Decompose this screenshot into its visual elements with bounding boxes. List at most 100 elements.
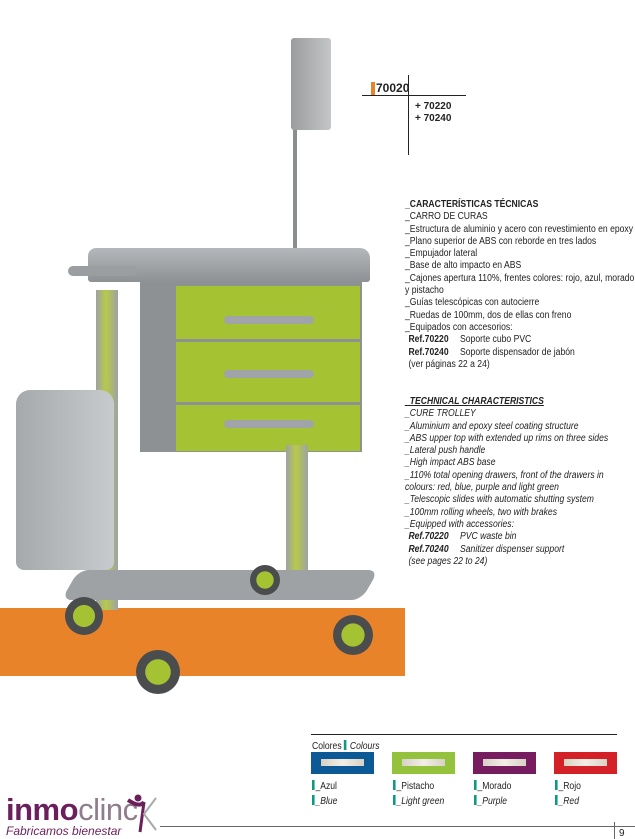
- accessory-ref: + 70240: [415, 113, 452, 124]
- ref-code: Ref.70240: [408, 346, 449, 358]
- product-ref: 70020: [376, 81, 410, 95]
- page-number-divider: [614, 822, 615, 839]
- wheel: [136, 650, 180, 694]
- push-handle: [68, 266, 138, 276]
- ref-code: Ref.70220: [408, 334, 449, 346]
- spec-line: _110% total opening drawers, front of th…: [405, 469, 604, 481]
- person-logo-icon: [126, 794, 157, 833]
- ref-row: Ref.70220 Soporte cubo PVC: [405, 334, 634, 346]
- spec-line: y pistacho: [405, 285, 444, 297]
- spec-line: colours: red, blue, purple and light gre…: [405, 482, 559, 494]
- spec-en: _TECHNICAL CHARACTERISTICS _CURE TROLLEY…: [405, 396, 608, 568]
- brand-bold: inmo: [6, 792, 79, 827]
- dispenser-pole: [293, 90, 297, 250]
- spec-note: (ver páginas 22 a 24): [408, 358, 490, 370]
- drawer-1: [176, 286, 360, 339]
- colour-label: _Morado: [474, 780, 511, 792]
- swatch-purple: [473, 752, 536, 774]
- spec-line: _High impact ABS base: [405, 457, 496, 469]
- brand-light: clinc: [78, 792, 138, 827]
- ref-bar: [371, 82, 375, 95]
- tick-icon: [555, 780, 558, 790]
- colour-en: _Light green: [396, 796, 445, 807]
- spec-title: _TECHNICAL CHARACTERISTICS: [405, 396, 544, 407]
- accessory-ref: + 70220: [415, 101, 452, 112]
- spec-line: _100mm rolling wheels, two with brakes: [405, 506, 558, 518]
- ref-desc: PVC waste bin: [460, 531, 517, 543]
- colour-en: _Blue: [315, 796, 338, 807]
- colour-es: _Rojo: [558, 781, 581, 792]
- colours-rule: [311, 734, 617, 735]
- tick-icon: [474, 780, 477, 790]
- spec-line: _Cajones apertura 110%, frentes colores:…: [405, 272, 635, 284]
- ref-desc: Sanitizer dispenser support: [460, 543, 565, 555]
- spec-line: _CURE TROLLEY: [405, 408, 476, 420]
- tick-icon: [344, 740, 347, 750]
- spec-line: _Telescopic slides with automatic shutti…: [405, 494, 594, 506]
- colour-en: _Red: [558, 796, 579, 807]
- spec-title: _CARACTERÍSTICAS TÉCNICAS: [405, 199, 539, 210]
- drawer-3: [176, 405, 360, 451]
- spec-line: _Base de alto impacto en ABS: [405, 260, 522, 272]
- ref-row: Ref.70240 Soporte dispensador de jabón: [405, 347, 634, 359]
- spec-line: _CARRO DE CURAS: [405, 211, 488, 223]
- ref-vline: [408, 75, 409, 155]
- spec-line: _Estructura de aluminio y acero con reve…: [405, 223, 634, 235]
- waste-bin: [16, 390, 114, 570]
- colour-label: _Rojo: [555, 780, 581, 792]
- ref-row: Ref.70240 Sanitizer dispenser support: [405, 544, 608, 556]
- colour-en: _Purple: [477, 796, 508, 807]
- brand-tagline: Fabricamos bienestar: [6, 824, 122, 838]
- colour-label: _Light green: [393, 795, 444, 807]
- swatch-green: [392, 752, 455, 774]
- colour-es: _Morado: [477, 781, 512, 792]
- spec-es: _CARACTERÍSTICAS TÉCNICAS _CARRO DE CURA…: [405, 199, 634, 371]
- spec-line: _Ruedas de 100mm, dos de ellas con freno: [405, 309, 572, 321]
- colour-es: _Azul: [315, 781, 337, 792]
- tick-icon: [393, 795, 396, 805]
- ref-row: Ref.70220 PVC waste bin: [405, 531, 608, 543]
- drawer-2: [176, 342, 360, 402]
- colour-label: _Azul: [312, 780, 337, 792]
- brand-logo: inmoclinc Fabricamos bienestar: [6, 792, 138, 838]
- colour-label: _Pistacho: [393, 780, 434, 792]
- spec-line: _Equipados con accesorios:: [405, 321, 513, 333]
- colour-label: _Blue: [312, 795, 337, 807]
- soap-dispenser: [291, 38, 331, 130]
- colour-label: _Purple: [474, 795, 507, 807]
- ref-code: Ref.70240: [408, 543, 449, 555]
- colours-title-es: Colores: [312, 741, 342, 752]
- wheel: [333, 615, 373, 655]
- spec-line: _Equipped with accessories:: [405, 518, 515, 530]
- wheel: [250, 565, 280, 595]
- spec-line: _Guías telescópicas con autocierre: [405, 297, 540, 309]
- spec-line: _Plano superior de ABS con reborde en tr…: [405, 235, 597, 247]
- tick-icon: [555, 795, 558, 805]
- swatch-blue: [311, 752, 374, 774]
- leg-right: [286, 445, 308, 595]
- tick-icon: [312, 795, 315, 805]
- colour-label: _Red: [555, 795, 579, 807]
- colours-title-en: Colours: [349, 741, 380, 752]
- spec-line: _Aluminium and epoxy steel coating struc…: [405, 420, 579, 432]
- cart-top: [88, 248, 370, 282]
- tick-icon: [312, 780, 315, 790]
- wheel: [65, 597, 103, 635]
- spec-line: _Lateral push handle: [405, 445, 486, 457]
- footer-rule: [160, 826, 635, 827]
- swatch-red: [554, 752, 617, 774]
- ref-code: Ref.70220: [408, 531, 449, 543]
- accessory-refs: + 70220 + 70240: [415, 101, 451, 125]
- spec-note: (see pages 22 to 24): [408, 555, 488, 567]
- colours-title: Colores Colours: [312, 740, 380, 752]
- base: [61, 570, 379, 600]
- tick-icon: [474, 795, 477, 805]
- colour-es: _Pistacho: [396, 781, 435, 792]
- ref-desc: Soporte cubo PVC: [460, 334, 532, 346]
- ref-hline: [362, 95, 466, 96]
- ref-desc: Soporte dispensador de jabón: [460, 346, 575, 358]
- spec-line: _Empujador lateral: [405, 248, 478, 260]
- page-number: 9: [619, 828, 625, 839]
- spec-line: _ABS upper top with extended up rims on …: [405, 432, 609, 444]
- tick-icon: [393, 780, 396, 790]
